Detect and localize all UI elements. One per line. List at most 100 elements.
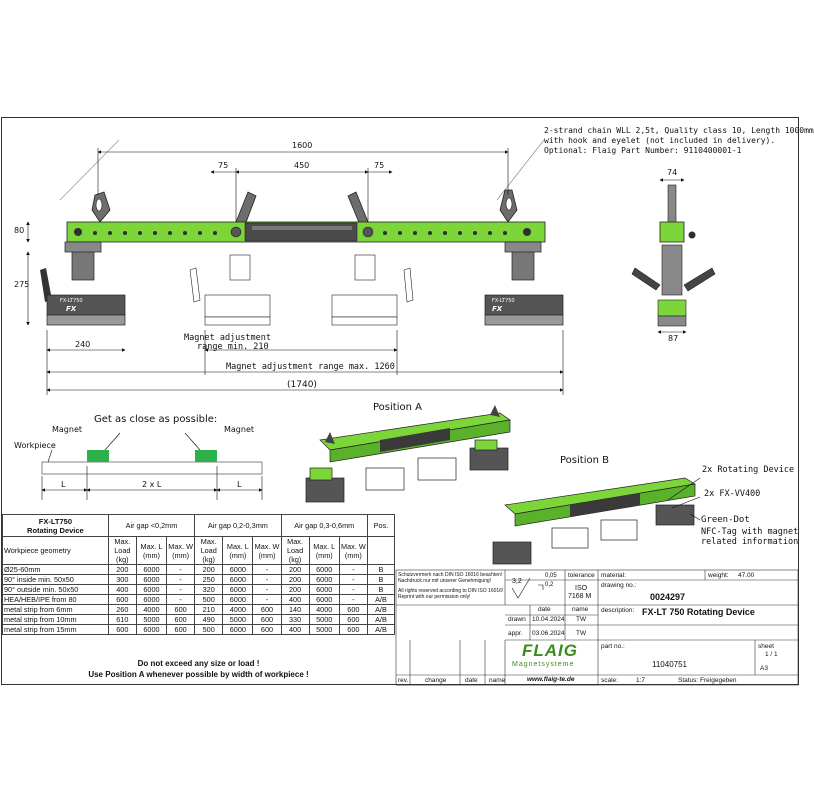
table-cell: 250	[194, 574, 224, 585]
iso-label: ISO	[575, 585, 588, 592]
drawn-date: 10.04.2024	[532, 616, 565, 623]
magnet-inner-right	[331, 254, 414, 326]
col-w-3: Max. W (mm)	[338, 536, 368, 565]
table-cell: 400	[280, 594, 310, 605]
table-cell: B	[366, 574, 396, 585]
table-cell: 4000	[308, 604, 340, 615]
table-cell: 600	[107, 594, 137, 605]
beam-hole	[93, 231, 97, 235]
table-cell: 5000	[135, 614, 168, 625]
chain-note-1: 2-strand chain WLL 2,5t, Quality class 1…	[544, 126, 814, 135]
table-cell: 600	[107, 624, 137, 635]
beam-hole	[123, 231, 127, 235]
status-value: Status: Freigegeben	[678, 677, 737, 684]
table-cell-geometry: metal strip from 10mm	[2, 614, 109, 625]
col-load-3: Max. Load (kg)	[280, 536, 310, 565]
col-l-1: Max. L (mm)	[135, 536, 168, 565]
table-cell: 6000	[222, 624, 254, 635]
beam-hole	[138, 231, 142, 235]
beam-hole	[473, 231, 477, 235]
schematic-dim-left: L	[61, 480, 66, 489]
beam-hole	[488, 231, 492, 235]
protection-note-1: Schutzvermerk nach DIN ISO 16016 beachte…	[398, 572, 503, 578]
approved-name: TW	[576, 630, 587, 637]
table-cell-geometry: metal strip from 15mm	[2, 624, 109, 635]
weight-label: weight:	[708, 572, 729, 579]
beam-hole	[383, 231, 387, 235]
rev-label: rev.	[398, 677, 409, 684]
approved-date: 03.06.2024	[532, 630, 565, 637]
table-cell: 500	[194, 624, 224, 635]
position-a-label: Position A	[373, 402, 422, 413]
protection-note-4: Reprint with our permission only!	[398, 594, 471, 600]
table-cell: 5000	[308, 624, 340, 635]
table-cell: -	[166, 564, 196, 575]
table-cell: 500	[194, 594, 224, 605]
beam-assembly	[59, 139, 546, 243]
table-cell: 200	[280, 574, 310, 585]
table-cell: 5000	[308, 614, 340, 625]
table-cell: 600	[166, 624, 196, 635]
dim-side-bottom: 87	[668, 334, 679, 343]
chain-note-2: with hook and eyelet (not included in de…	[544, 136, 776, 145]
protection-note-2: Nachdruck nur mit unserer Genehmigung!	[398, 578, 492, 584]
table-cell: -	[338, 574, 368, 585]
title-block-grid	[395, 569, 799, 686]
beam-hole	[413, 231, 417, 235]
rotating-lug-left	[235, 191, 257, 226]
beam-hole	[458, 231, 462, 235]
table-cell: 320	[194, 584, 224, 595]
table-cell: 6000	[135, 574, 168, 585]
col-pos	[366, 536, 396, 565]
callout-green-dot: Green-Dot	[701, 515, 750, 525]
beam-hole	[503, 231, 507, 235]
scale-label: scale:	[601, 677, 618, 684]
table-cell-geometry: Ø25-60mm	[2, 564, 109, 575]
surface-roughness-symbol	[511, 577, 544, 599]
col-l-3: Max. L (mm)	[308, 536, 340, 565]
table-cell: -	[338, 584, 368, 595]
table-cell: 6000	[308, 574, 340, 585]
beam-hole	[153, 231, 157, 235]
table-cell: 600	[252, 614, 282, 625]
chain-note-3: Optional: Flaig Part Number: 9110400001-…	[544, 146, 742, 155]
magnet-right	[484, 241, 564, 326]
table-cell: 140	[280, 604, 310, 615]
table-cell: 600	[252, 604, 282, 615]
table-cell: 610	[107, 614, 137, 625]
beam-center-block	[244, 222, 358, 242]
part-no-value: 11040751	[652, 660, 687, 669]
table-cell: 600	[166, 614, 196, 625]
lifting-eye-left	[91, 191, 111, 223]
dim-magnet-width: 240	[75, 340, 91, 349]
side-view	[631, 178, 716, 334]
table-cell: 600	[338, 604, 368, 615]
beam-hole	[108, 231, 112, 235]
sheet-value: 1 / 1	[765, 651, 778, 658]
table-cell: A/B	[366, 624, 396, 635]
table-cell: B	[366, 584, 396, 595]
table-cell: 600	[166, 604, 196, 615]
table-geometry-header: Workpiece geometry	[2, 536, 109, 565]
schematic-magnet-right	[195, 450, 217, 462]
change-label: change	[425, 677, 447, 684]
table-cell: -	[338, 564, 368, 575]
table-cell: 5000	[222, 614, 254, 625]
protection-note-3: All rights reserved according to DIN ISO…	[398, 588, 504, 594]
weight-value: 47.00	[738, 572, 755, 579]
schematic-workpiece-label: Workpiece	[14, 441, 56, 450]
date-header: date	[538, 606, 551, 613]
table-cell: -	[252, 584, 282, 595]
sheet-border	[1, 117, 799, 685]
table-cell: -	[166, 584, 196, 595]
right-magnet-tag: FX-LT750	[492, 298, 515, 304]
dim-middle: 450	[294, 161, 310, 170]
flatness-value-2: 0,2	[545, 582, 554, 588]
scale-value: 1:7	[636, 677, 646, 684]
